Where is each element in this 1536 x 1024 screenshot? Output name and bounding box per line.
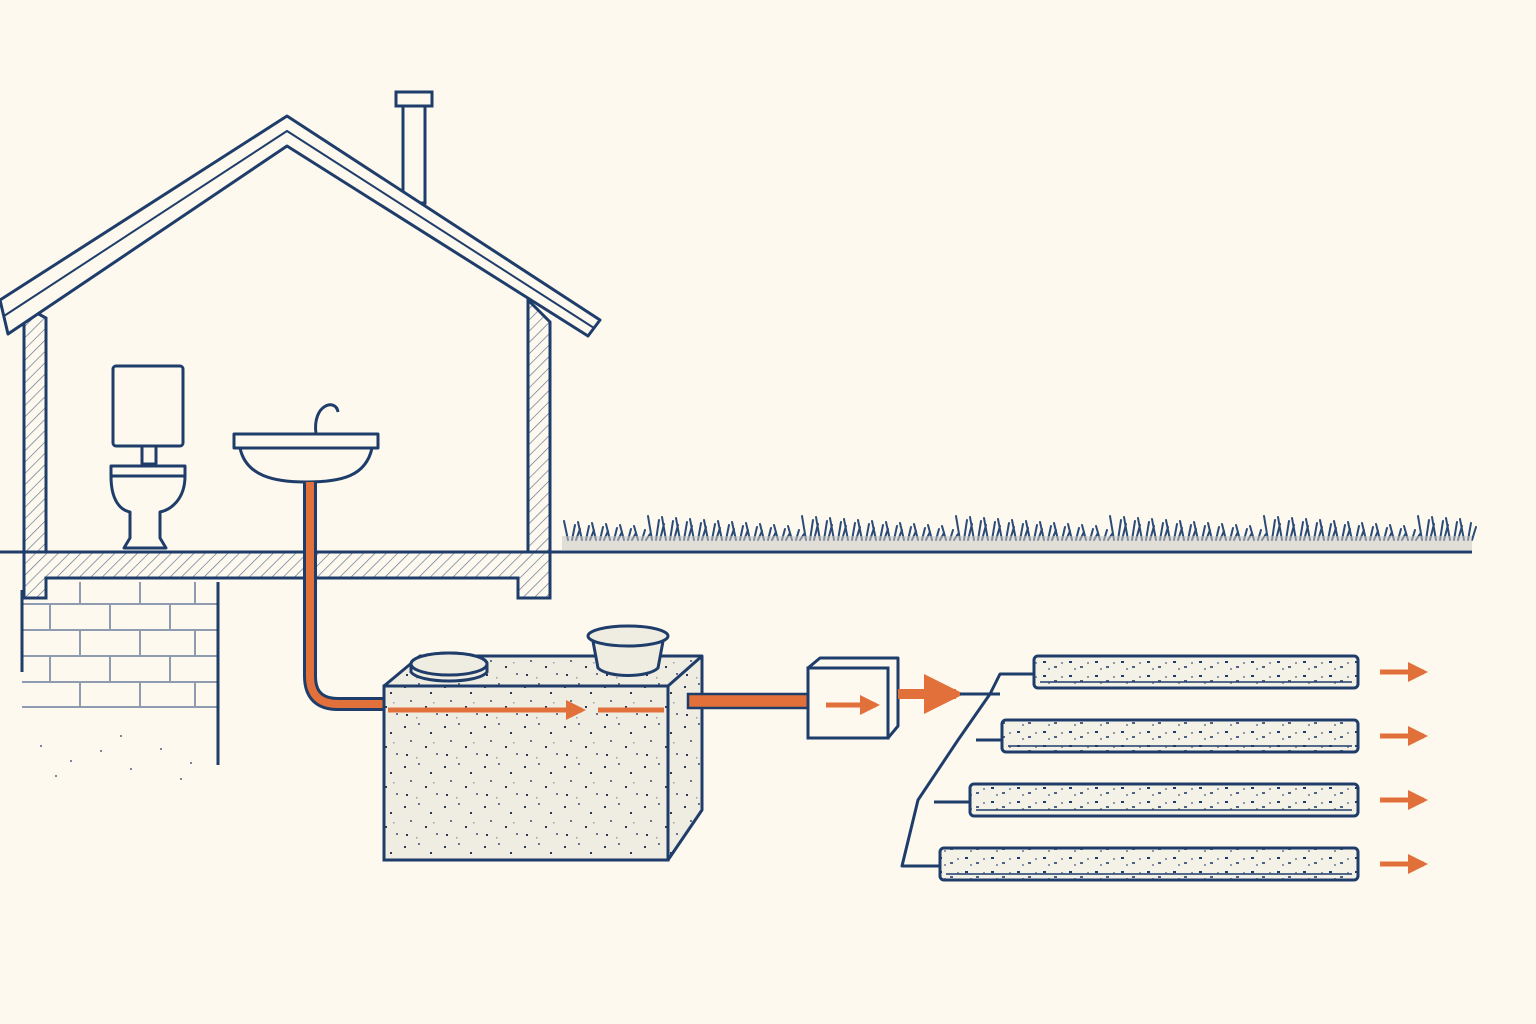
drain-field-icon xyxy=(938,654,1360,882)
lateral-pipe xyxy=(938,846,1360,882)
tank-riser-icon xyxy=(586,624,670,677)
drain-pipe xyxy=(303,482,388,711)
lateral-pipe xyxy=(1032,654,1360,690)
house-icon xyxy=(0,90,602,600)
septic-tank-icon xyxy=(382,624,704,862)
tank-lid-icon xyxy=(409,651,489,683)
distribution-box-icon xyxy=(806,656,900,740)
manifold-icon xyxy=(900,672,1034,868)
toilet-icon xyxy=(109,364,187,550)
chimney-icon xyxy=(394,90,434,205)
outflow-arrows xyxy=(1380,662,1428,874)
brick-foundation-icon xyxy=(20,582,220,780)
grass-shadow xyxy=(562,536,1472,550)
lateral-pipe xyxy=(968,782,1360,818)
lateral-pipe xyxy=(1000,718,1360,754)
outlet-pipe xyxy=(686,692,812,710)
drain-pipe-flow xyxy=(306,482,388,708)
sink-icon xyxy=(232,403,380,484)
